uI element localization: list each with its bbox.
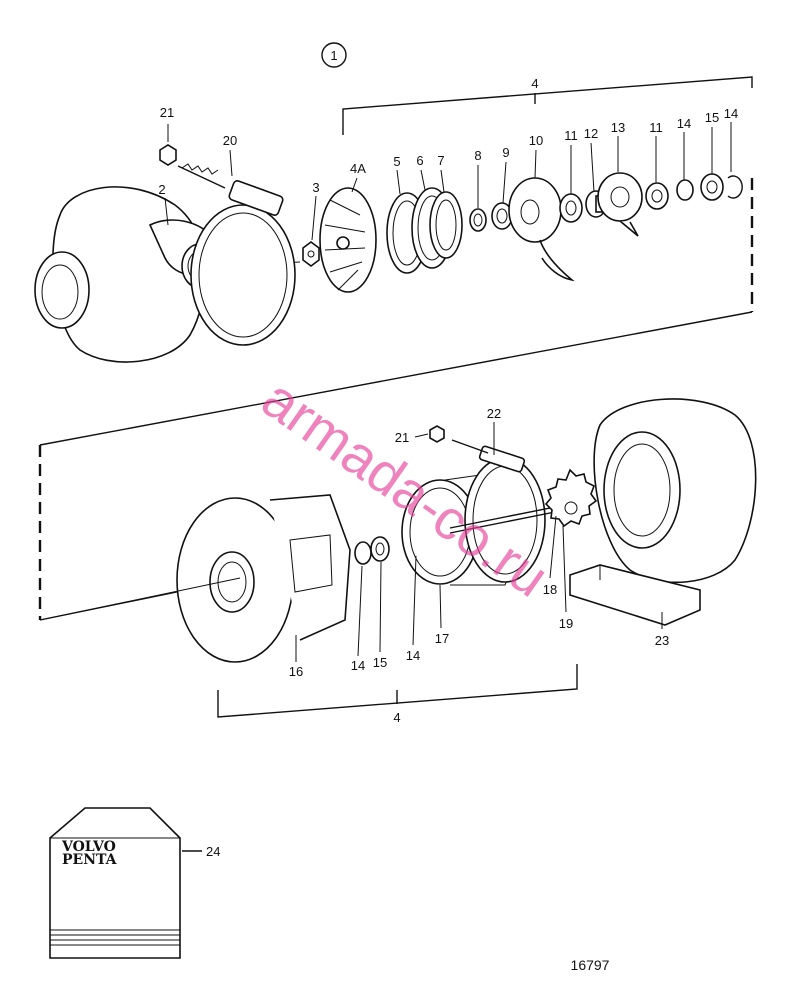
- label-part-13: 13: [611, 120, 625, 135]
- kit-brand-line2: PENTA: [62, 852, 118, 868]
- label-part-15-top: 15: [705, 110, 719, 125]
- bearing-housing: [39, 494, 351, 663]
- turbine-housing: [569, 398, 757, 626]
- label-part-12: 12: [584, 126, 598, 141]
- seal-plate: [508, 177, 575, 282]
- label-part-21-bottom: 21: [395, 430, 409, 445]
- v-band-clamp-top: [159, 144, 296, 346]
- figure-number: 16797: [571, 957, 610, 973]
- label-part-22: 22: [487, 406, 501, 421]
- label-part-4-top: 4: [531, 76, 538, 91]
- spacer-parts-8-9: [469, 202, 513, 232]
- label-part-24: 24: [206, 844, 220, 859]
- label-part-14-bottom-a: 14: [351, 658, 365, 673]
- label-part-11-right: 11: [649, 120, 663, 135]
- label-part-21-top: 21: [160, 105, 174, 120]
- label-part-5: 5: [393, 154, 400, 169]
- label-part-17: 17: [435, 631, 449, 646]
- documentation-kit-envelope: VOLVO PENTA: [49, 807, 202, 959]
- compressor-wheel: [319, 187, 377, 293]
- label-part-18: 18: [543, 582, 557, 597]
- label-part-16: 16: [289, 664, 303, 679]
- label-part-14-top-b: 14: [724, 106, 738, 121]
- part-number-labels: 21 20 2 3 4 4A 5 6 7 8 9 10 11 12 13 11 …: [158, 76, 738, 859]
- label-part-20: 20: [223, 133, 237, 148]
- label-part-4-bottom: 4: [393, 710, 400, 725]
- turbine-wheel-shaft: [449, 468, 598, 534]
- retainer-parts-top: [676, 173, 743, 201]
- label-part-3: 3: [312, 180, 319, 195]
- label-part-6: 6: [416, 153, 423, 168]
- label-part-11-left: 11: [564, 128, 578, 143]
- label-part-8: 8: [474, 148, 481, 163]
- label-part-14-bottom-b: 14: [406, 648, 420, 663]
- nut-3: [302, 241, 320, 267]
- view-marker-label: 1: [330, 48, 337, 63]
- label-part-4a: 4A: [350, 161, 366, 176]
- leader-lines: [164, 122, 732, 662]
- label-part-15-bottom: 15: [373, 655, 387, 670]
- label-part-19: 19: [559, 616, 573, 631]
- label-part-2: 2: [158, 182, 165, 197]
- retainer-parts-bottom: [354, 535, 423, 565]
- label-part-23: 23: [655, 633, 669, 648]
- label-part-9: 9: [502, 145, 509, 160]
- view-marker: 1: [321, 42, 347, 68]
- bearing-parts: [559, 172, 669, 237]
- label-part-10: 10: [529, 133, 543, 148]
- v-band-clamp-bottom: [429, 425, 546, 583]
- label-part-7: 7: [437, 153, 444, 168]
- group-4-top-bracket: [39, 76, 754, 446]
- kit-brand-line1: VOLVO: [61, 839, 116, 855]
- seal-rings: [386, 187, 463, 274]
- label-part-14-top-a: 14: [677, 116, 691, 131]
